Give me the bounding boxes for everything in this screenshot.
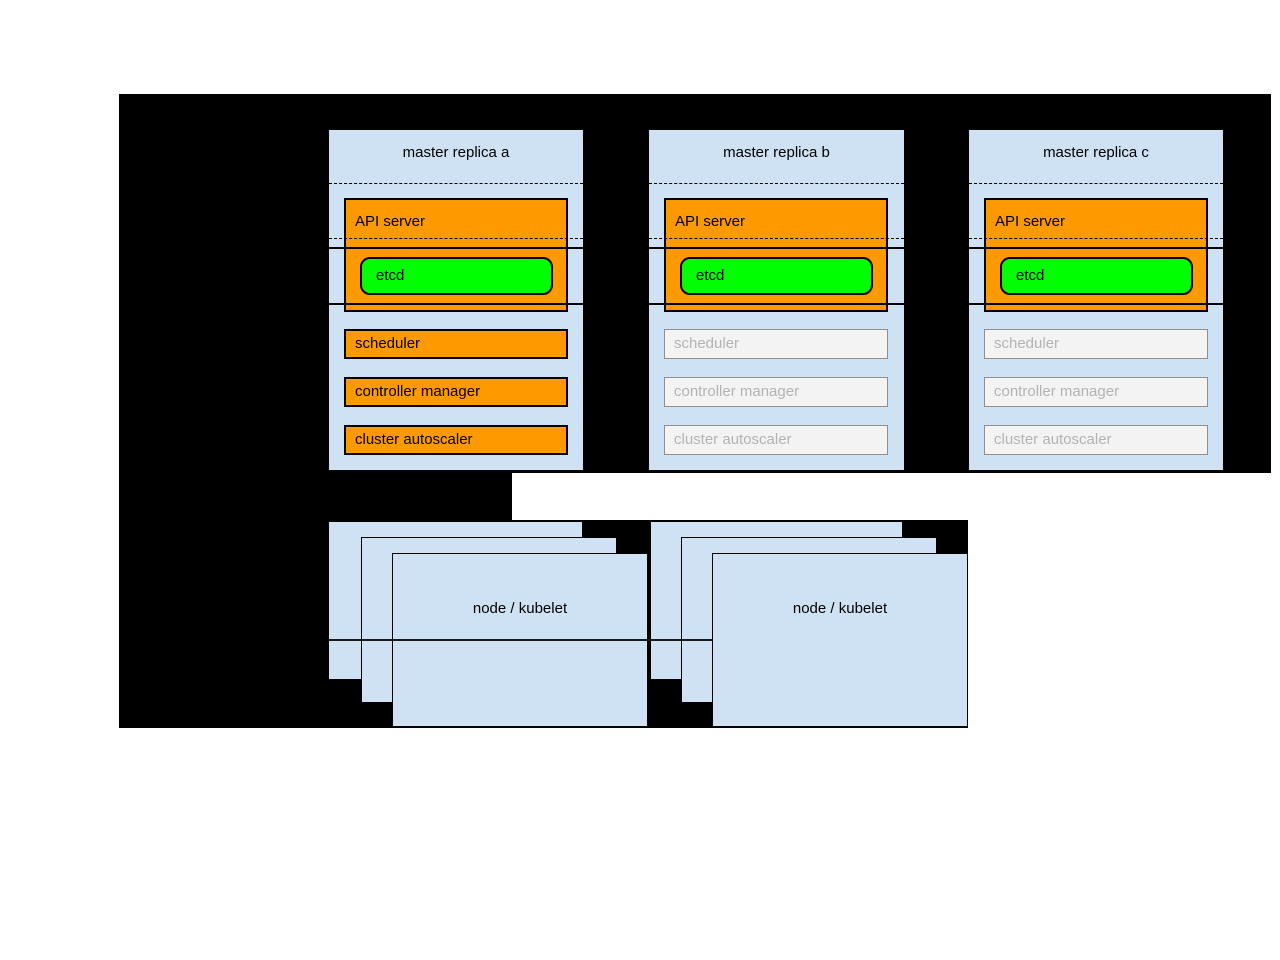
etcd-box: etcd (360, 257, 553, 295)
scheduler-box-disabled: scheduler (664, 329, 888, 359)
master-replica-c-title: master replica c (1043, 144, 1149, 161)
scheduler-box-disabled: scheduler (984, 329, 1208, 359)
dashed-separator (649, 238, 904, 239)
api-server-label: API server (355, 213, 426, 230)
dashed-separator (969, 183, 1223, 184)
controller-manager-box: controller manager (344, 377, 568, 407)
node-box-front: node / kubelet (712, 553, 968, 727)
dashed-separator (649, 183, 904, 184)
api-server-label: API server (675, 213, 746, 230)
node-stack-1: node / kubelet (328, 521, 648, 727)
node-connector-line (328, 639, 712, 641)
cluster-autoscaler-box: cluster autoscaler (344, 425, 568, 455)
controller-manager-box-disabled: controller manager (664, 377, 888, 407)
dashed-separator (329, 238, 583, 239)
cluster-autoscaler-box-disabled: cluster autoscaler (984, 425, 1208, 455)
api-server-label: API server (995, 213, 1066, 230)
controller-manager-box-disabled: controller manager (984, 377, 1208, 407)
master-replica-a-title: master replica a (402, 144, 510, 161)
master-replica-c-panel: master replica c API server etcd schedul… (969, 130, 1223, 470)
dashed-separator (329, 183, 583, 184)
background-panel-left (119, 473, 512, 520)
solid-separator (329, 303, 583, 305)
solid-separator (969, 247, 1223, 249)
etcd-box: etcd (680, 257, 873, 295)
dashed-separator (969, 238, 1223, 239)
etcd-box: etcd (1000, 257, 1193, 295)
master-replica-b-panel: master replica b API server etcd schedul… (649, 130, 904, 470)
solid-separator (649, 303, 904, 305)
solid-separator (969, 303, 1223, 305)
solid-separator (649, 247, 904, 249)
node-kubelet-label: node / kubelet (472, 600, 568, 617)
node-stack-2: node / kubelet (650, 521, 968, 727)
cluster-autoscaler-box-disabled: cluster autoscaler (664, 425, 888, 455)
solid-separator (329, 247, 583, 249)
node-kubelet-label: node / kubelet (792, 600, 888, 617)
scheduler-box: scheduler (344, 329, 568, 359)
master-replica-a-panel: master replica a API server etcd schedul… (329, 130, 583, 470)
master-replica-b-title: master replica b (723, 144, 830, 161)
